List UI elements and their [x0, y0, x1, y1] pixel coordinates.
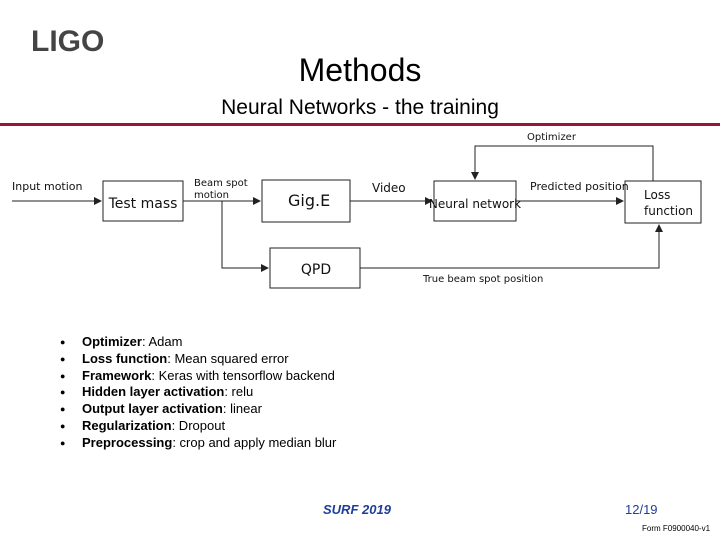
training-diagram: Input motion Test mass Beam spot motion … — [12, 132, 702, 289]
gige-box — [261, 179, 351, 223]
label-true-beam: True beam spot position — [422, 274, 543, 285]
neural-network-box — [433, 180, 517, 222]
svg-text:LIGO: LIGO — [31, 25, 104, 58]
label-beam-spot-1: Beam spot — [194, 178, 248, 189]
label-qpd: QPD — [301, 262, 331, 278]
form-number: Form F0900040-v1 — [642, 524, 711, 533]
label-loss-1: Loss — [644, 188, 670, 202]
arrow-optimizer — [471, 145, 654, 181]
list-item: Output layer activation: linear — [58, 401, 336, 418]
settings-list: Optimizer: Adam Loss function: Mean squa… — [58, 334, 336, 452]
label-input-motion: Input motion — [12, 180, 83, 193]
list-item: Loss function: Mean squared error — [58, 351, 336, 368]
page-subtitle: Neural Networks - the training — [221, 96, 499, 119]
list-item: Optimizer: Adam — [58, 334, 336, 351]
list-item: Regularization: Dropout — [58, 418, 336, 435]
page-number: 12/19 — [625, 502, 658, 517]
label-loss-2: function — [644, 204, 693, 218]
qpd-box — [269, 247, 361, 289]
label-predicted-position: Predicted position — [530, 180, 629, 193]
list-item: Preprocessing: crop and apply median blu… — [58, 435, 336, 452]
ligo-logo: LIGO — [31, 25, 104, 58]
list-item: Framework: Keras with tensorflow backend — [58, 368, 336, 385]
label-gige: Gig.E — [288, 191, 330, 210]
label-beam-spot-2: motion — [194, 190, 229, 201]
label-test-mass: Test mass — [108, 196, 178, 212]
label-optimizer: Optimizer — [527, 132, 577, 143]
list-item: Hidden layer activation: relu — [58, 384, 336, 401]
page-title: Methods — [298, 52, 422, 88]
loss-function-box — [624, 180, 702, 224]
label-video: Video — [372, 181, 406, 195]
arrow-to-qpd — [221, 201, 269, 272]
arrow-qpd-loss — [360, 224, 663, 269]
footer-event: SURF 2019 — [323, 502, 391, 517]
label-neural-network: Neural network — [429, 197, 521, 211]
title-rule — [0, 123, 720, 126]
test-mass-box — [102, 180, 184, 222]
